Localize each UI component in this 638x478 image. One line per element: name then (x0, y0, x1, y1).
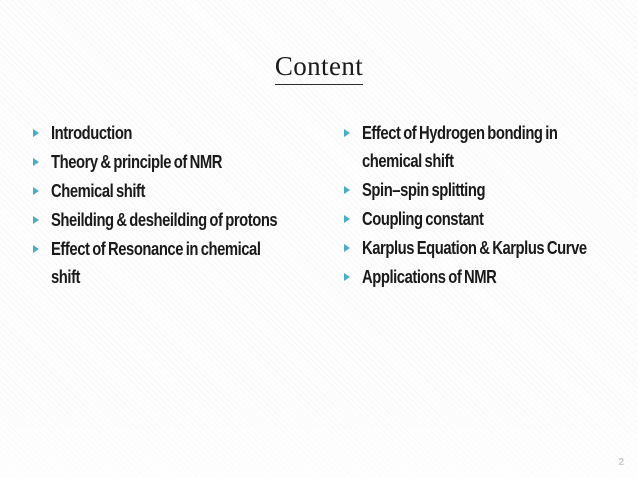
list-item-label: Karplus Equation & Karplus Curve (362, 237, 587, 258)
triangle-bullet-icon (33, 158, 39, 166)
bullet-column-right: Effect of Hydrogen bonding in chemical s… (339, 119, 621, 292)
list-item-label: Theory & principle of NMR (51, 151, 222, 172)
page-title: Content (274, 51, 364, 85)
triangle-bullet-icon (344, 215, 350, 223)
content-columns: Introduction Theory & principle of NMR C… (0, 119, 638, 419)
list-item-label: Effect of Resonance in chemical shift (51, 238, 261, 287)
list-item-label: Spin–spin splitting (362, 179, 486, 200)
bullet-column-left: Introduction Theory & principle of NMR C… (28, 119, 328, 292)
triangle-bullet-icon (344, 186, 350, 194)
triangle-bullet-icon (33, 245, 39, 253)
list-item[interactable]: Applications of NMR (339, 263, 621, 291)
slide-title-container: Content (0, 51, 638, 85)
triangle-bullet-icon (344, 273, 350, 281)
list-item-label: Coupling constant (362, 208, 484, 229)
list-item-label: Chemical shift (51, 180, 146, 201)
page-number: 2 (618, 457, 624, 468)
bullet-list-left: Introduction Theory & principle of NMR C… (28, 119, 328, 291)
list-item[interactable]: Theory & principle of NMR (28, 148, 328, 176)
list-item-label: Introduction (51, 122, 133, 143)
list-item[interactable]: Chemical shift (28, 177, 328, 205)
list-item[interactable]: Karplus Equation & Karplus Curve (339, 234, 621, 262)
list-item[interactable]: Effect of Resonance in chemical shift (28, 235, 328, 291)
triangle-bullet-icon (33, 187, 39, 195)
triangle-bullet-icon (344, 129, 350, 137)
bullet-list-right: Effect of Hydrogen bonding in chemical s… (339, 119, 621, 291)
list-item[interactable]: Introduction (28, 119, 328, 147)
list-item[interactable]: Sheilding & desheilding of protons (28, 206, 328, 234)
list-item-label: Applications of NMR (362, 266, 497, 287)
list-item[interactable]: Spin–spin splitting (339, 176, 621, 204)
list-item-label: Effect of Hydrogen bonding in chemical s… (362, 122, 558, 171)
list-item-label: Sheilding & desheilding of protons (51, 209, 278, 230)
list-item[interactable]: Effect of Hydrogen bonding in chemical s… (339, 119, 621, 175)
list-item[interactable]: Coupling constant (339, 205, 621, 233)
triangle-bullet-icon (33, 216, 39, 224)
triangle-bullet-icon (33, 129, 39, 137)
triangle-bullet-icon (344, 244, 350, 252)
